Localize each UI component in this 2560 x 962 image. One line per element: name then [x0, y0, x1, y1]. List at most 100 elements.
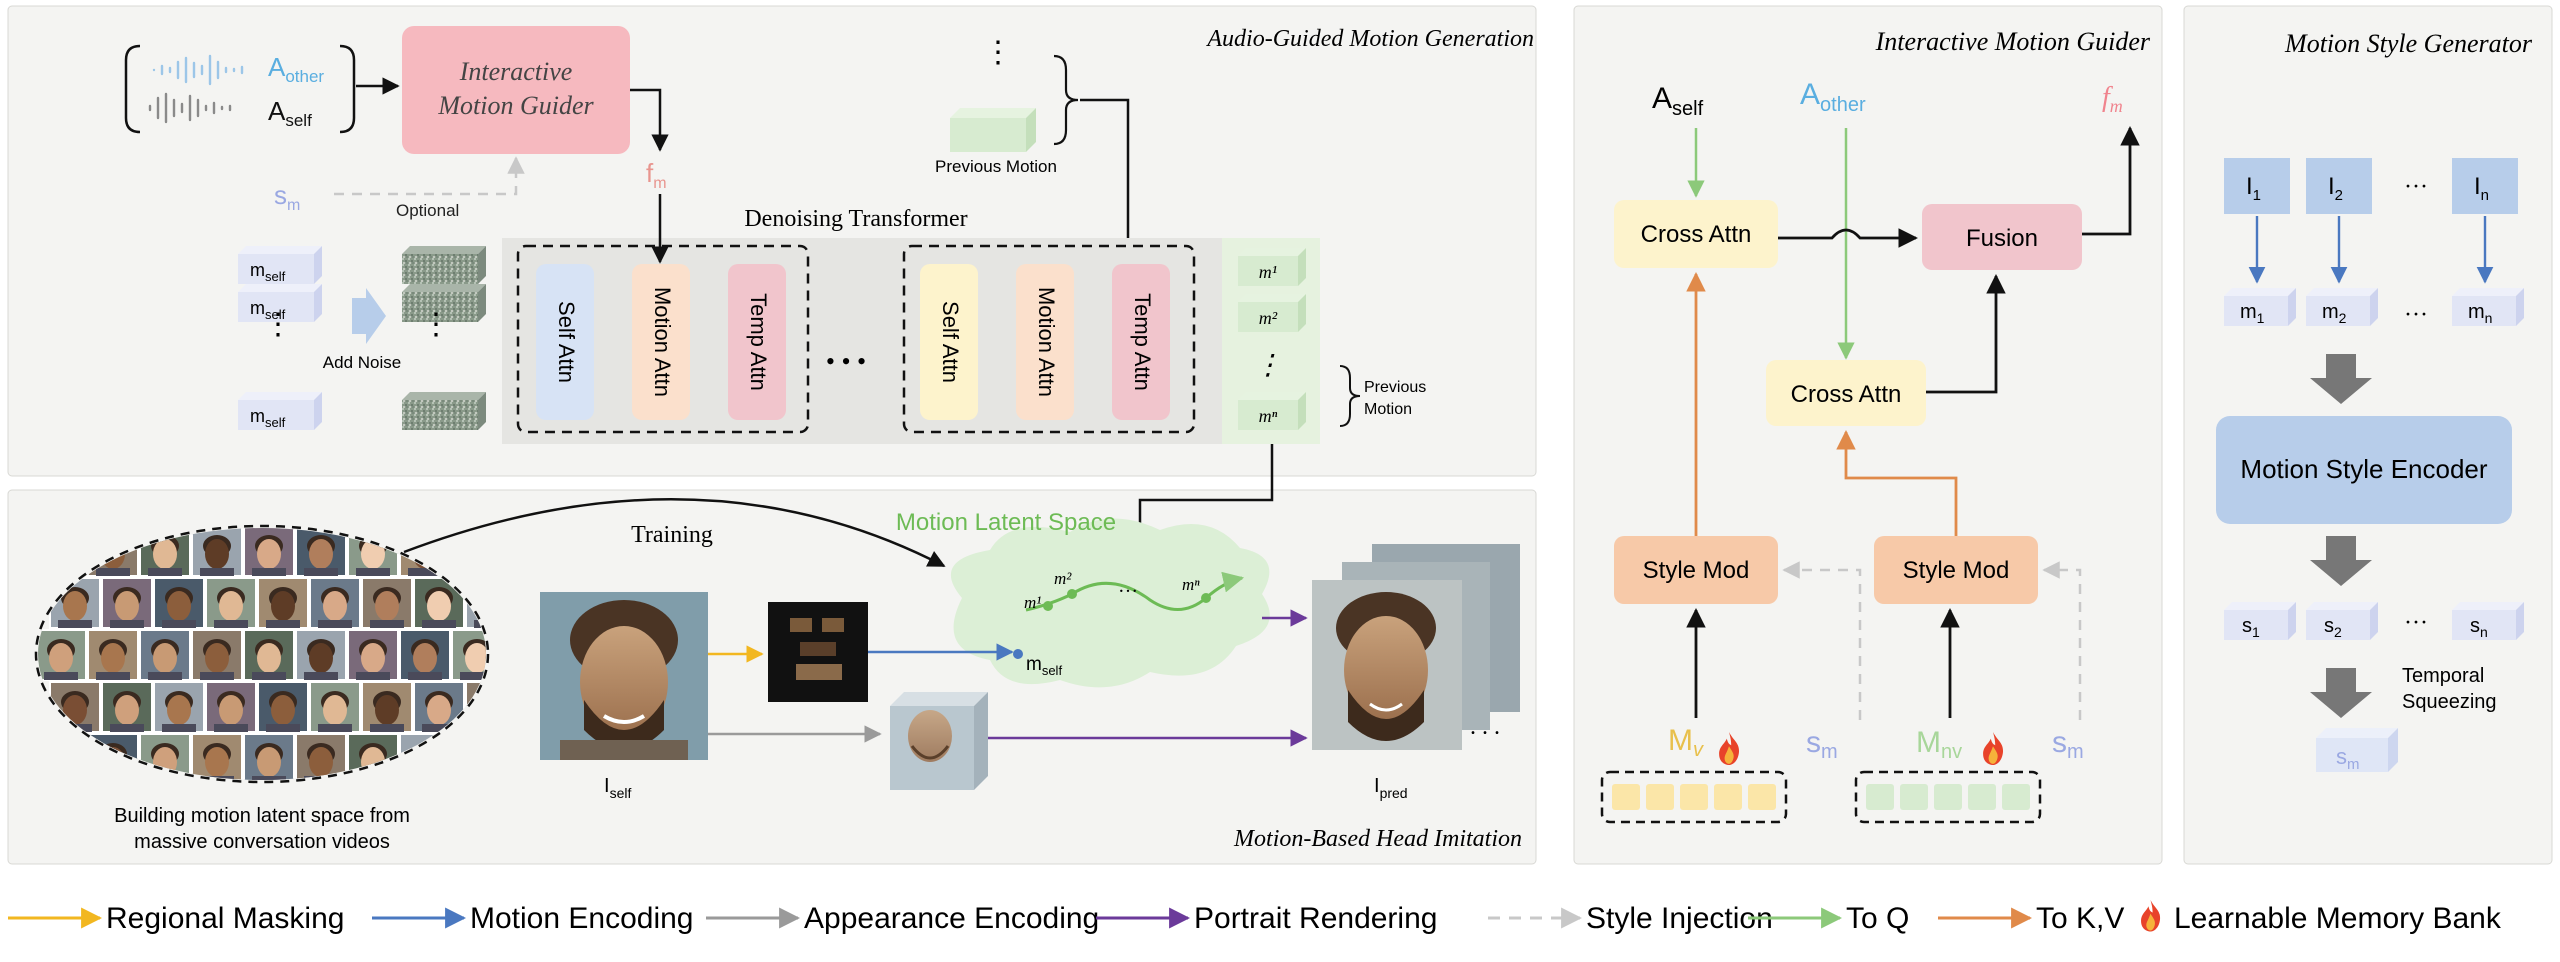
guider-sm-label-2: sm [2052, 726, 2084, 763]
predicted-portraits-stack [1312, 544, 1520, 750]
style-token-3: sn [2452, 602, 2524, 640]
previous-motion-token-3: ⋮ [1254, 350, 1282, 381]
waveform-other-icon [152, 54, 244, 86]
attn-block-label: Temp Attn [1130, 293, 1155, 391]
guider-a-other: Aother [1800, 78, 1866, 116]
fusion-box [1922, 204, 2082, 270]
style-injection-arrow-1 [1782, 561, 1862, 720]
previous-motion-token-4: mⁿ [1238, 392, 1306, 430]
legend-item-3: Appearance Encoding [706, 902, 1099, 935]
latent-point-n [1201, 593, 1211, 603]
memory-cell-v [1748, 784, 1776, 810]
motion-dots: ··· [2404, 302, 2428, 328]
style-token-1: s1 [2224, 602, 2296, 640]
ipred-dots: . . . [1470, 714, 1500, 740]
legend-label: Style Injection [1586, 902, 1773, 935]
attn-block-label: Self Attn [938, 301, 963, 383]
bottom-panel-title: Motion-Based Head Imitation [1233, 826, 1522, 852]
motion-latent-space-cloud [950, 518, 1270, 688]
fire-icon [2141, 900, 2161, 932]
latent-point-2 [1067, 589, 1077, 599]
memory-cell-v [1612, 784, 1640, 810]
motion-style-encoder-box [2216, 416, 2512, 524]
legend-item-8: Learnable Memory Bank [2141, 900, 2502, 935]
guider-box-line2: Motion Guider [437, 91, 594, 120]
input-image-3: In [2452, 158, 2518, 214]
style-token-label: s2 [2324, 615, 2342, 640]
guider-fm: fm [2102, 82, 2123, 116]
latent-label-2: m² [1054, 569, 1072, 588]
optional-label: Optional [396, 201, 459, 220]
legend-label: Appearance Encoding [804, 902, 1099, 935]
legend-label: To K,V [2036, 902, 2124, 935]
transformer-ellipsis: • • • [826, 347, 866, 376]
cross-attn-box-2 [1766, 360, 1926, 426]
latent-trajectory [1025, 571, 1245, 612]
legend-item-1: Regional Masking [8, 902, 344, 935]
motion-token-1: m1 [2224, 288, 2296, 326]
memory-cell-nv [1934, 784, 1962, 810]
memory-cell-nv [1968, 784, 1996, 810]
collage-caption-line1: Building motion latent space from [114, 805, 410, 827]
motion-token-2: m2 [2306, 288, 2378, 326]
input-image-2: I2 [2306, 158, 2372, 214]
memory-cell-nv [1866, 784, 1894, 810]
memory-cell-nv [2002, 784, 2030, 810]
style-token-label: sn [2470, 615, 2488, 640]
legend-item-7: To K,V [1938, 902, 2124, 935]
latent-label-1: m¹ [1024, 593, 1041, 612]
motion-style-encoder-label: Motion Style Encoder [2240, 454, 2487, 484]
mv-label: Mv [1668, 724, 1704, 761]
legend-label: Motion Encoding [470, 902, 693, 935]
mself-token: mself [238, 284, 322, 322]
attn-block-2: Motion Attn [632, 264, 690, 420]
memory-bank-v [1600, 770, 1788, 824]
down-arrow-icon-3 [2310, 668, 2372, 718]
previous-motion-token-label: m² [1259, 308, 1278, 328]
attn-block-label: Self Attn [554, 301, 579, 383]
latent-point-mself [1013, 649, 1023, 659]
attn-block-3: Temp Attn [728, 264, 786, 420]
attn-block-label: Motion Attn [1034, 287, 1059, 397]
temporal-label-2: Squeezing [2402, 691, 2497, 713]
previous-motion-top-label: Previous Motion [935, 157, 1057, 176]
audio-bracket-right [339, 44, 356, 134]
noise-token [402, 284, 486, 322]
mself-vdots: ⋮ [263, 308, 293, 341]
down-arrow-icon-2 [2310, 536, 2372, 586]
style-mod-label-2: Style Mod [1903, 557, 2010, 584]
legend-label: To Q [1846, 902, 1909, 935]
guider-a-self: Aself [1652, 82, 1704, 120]
motion-token-label: mn [2468, 301, 2492, 326]
noise-vdots: ⋮ [421, 308, 451, 341]
mnv-label: Mnv [1916, 726, 1962, 763]
latent-point-1 [1043, 601, 1053, 611]
style-mod2-to-kv-arrow [1836, 430, 1958, 536]
cross-attn-to-fusion-arrow [1778, 228, 1918, 248]
cross-attn-label-2: Cross Attn [1791, 381, 1902, 408]
mself-token: mself [238, 392, 322, 430]
previous-motion-token-label: m¹ [1259, 262, 1277, 282]
previous-motion-token-1: m¹ [1238, 248, 1306, 286]
a-other-label: Aother [268, 52, 324, 86]
guider-sm-label-1: sm [1806, 726, 1838, 763]
previous-motion-token-label: ⋮ [1254, 350, 1282, 381]
sm-output-token [2316, 728, 2398, 772]
training-arrow [403, 498, 946, 568]
mself-token-label: mself [250, 298, 286, 322]
audio-bracket-left [124, 44, 141, 134]
input-image-label: In [2474, 173, 2489, 204]
guider-panel-title: Interactive Motion Guider [1875, 27, 2151, 56]
input-image-label: I1 [2246, 173, 2261, 204]
legend: Regional Masking Motion Encoding Appearanc… [8, 900, 2502, 935]
source-portrait-image [540, 592, 708, 760]
down-arrow-icon-1 [2310, 354, 2372, 404]
latent-label-n: mⁿ [1182, 575, 1200, 594]
guider-box-line1: Interactive [459, 57, 573, 86]
motion-token-label: m1 [2240, 301, 2265, 326]
attn-block-1: Self Attn [536, 264, 594, 420]
mself-token-label: mself [250, 406, 286, 430]
style-mod-box-1 [1614, 536, 1778, 604]
